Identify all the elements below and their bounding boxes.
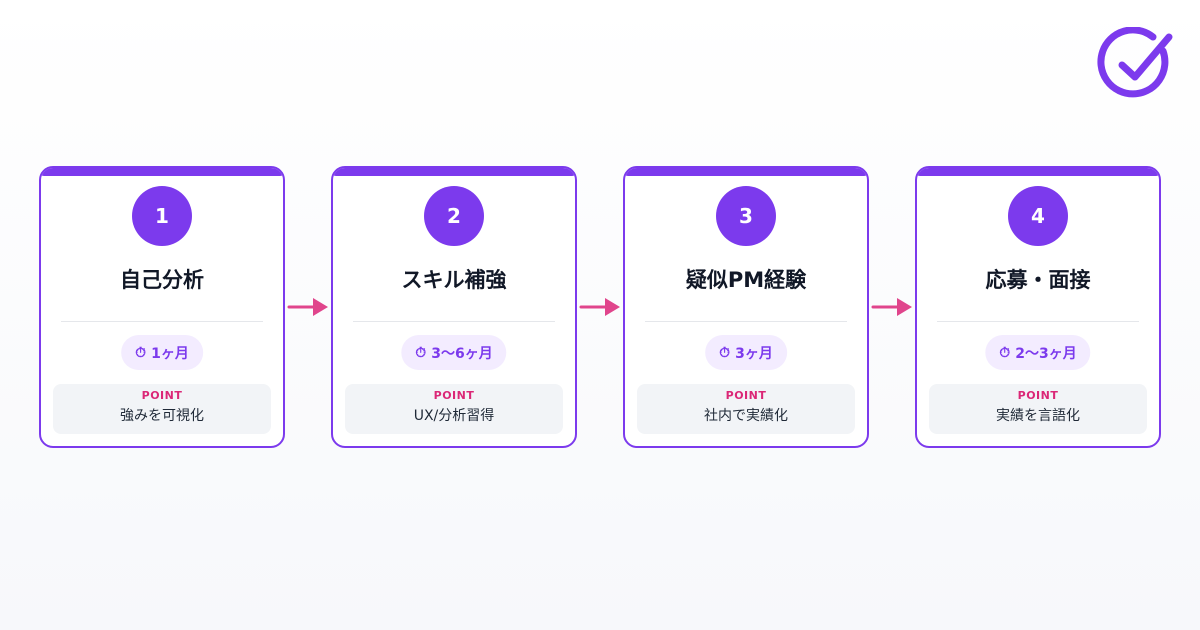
duration-badge: ⏱ 1ヶ月 (121, 335, 203, 370)
stopwatch-icon: ⏱ (415, 344, 427, 361)
step-title: 応募・面接 (985, 268, 1091, 292)
step-number: 1 (132, 186, 192, 246)
divider (61, 321, 263, 322)
step-card-4: 4 応募・面接 ⏱ 2〜3ヶ月 POINT 実績を言語化 (915, 166, 1161, 448)
divider (937, 321, 1139, 322)
point-text: 実績を言語化 (996, 408, 1080, 424)
duration-text: 1ヶ月 (151, 345, 189, 362)
duration-badge: ⏱ 3ヶ月 (705, 335, 787, 370)
stopwatch-icon: ⏱ (999, 344, 1011, 361)
duration-badge: ⏱ 3〜6ヶ月 (401, 335, 507, 370)
point-box: POINT 社内で実績化 (637, 384, 855, 434)
duration-text: 3〜6ヶ月 (431, 345, 493, 362)
point-box: POINT UX/分析習得 (345, 384, 563, 434)
step-title: 疑似PM経験 (685, 268, 807, 292)
step-card-2: 2 スキル補強 ⏱ 3〜6ヶ月 POINT UX/分析習得 (331, 166, 577, 448)
card-top-bar (333, 168, 575, 176)
point-box: POINT 実績を言語化 (929, 384, 1147, 434)
divider (645, 321, 847, 322)
duration-badge: ⏱ 2〜3ヶ月 (985, 335, 1091, 370)
duration-text: 2〜3ヶ月 (1015, 345, 1077, 362)
step-card-3: 3 疑似PM経験 ⏱ 3ヶ月 POINT 社内で実績化 (623, 166, 869, 448)
point-label: POINT (433, 389, 475, 402)
duration-text: 3ヶ月 (735, 345, 773, 362)
arrow-right-icon (287, 298, 328, 316)
point-box: POINT 強みを可視化 (53, 384, 271, 434)
point-label: POINT (1017, 389, 1059, 402)
point-label: POINT (141, 389, 183, 402)
card-top-bar (917, 168, 1159, 176)
step-title: 自己分析 (120, 268, 204, 292)
point-text: UX/分析習得 (413, 408, 495, 424)
point-text: 社内で実績化 (704, 408, 788, 424)
arrow-right-icon (579, 298, 620, 316)
card-top-bar (41, 168, 283, 176)
divider (353, 321, 555, 322)
stopwatch-icon: ⏱ (719, 344, 731, 361)
arrow-right-icon (871, 298, 912, 316)
step-card-1: 1 自己分析 ⏱ 1ヶ月 POINT 強みを可視化 (39, 166, 285, 448)
step-number: 4 (1008, 186, 1068, 246)
step-title: スキル補強 (401, 268, 507, 292)
stopwatch-icon: ⏱ (135, 344, 147, 361)
point-text: 強みを可視化 (120, 408, 204, 424)
check-circle-icon (1097, 27, 1173, 98)
card-top-bar (625, 168, 867, 176)
step-number: 3 (716, 186, 776, 246)
point-label: POINT (725, 389, 767, 402)
step-number: 2 (424, 186, 484, 246)
